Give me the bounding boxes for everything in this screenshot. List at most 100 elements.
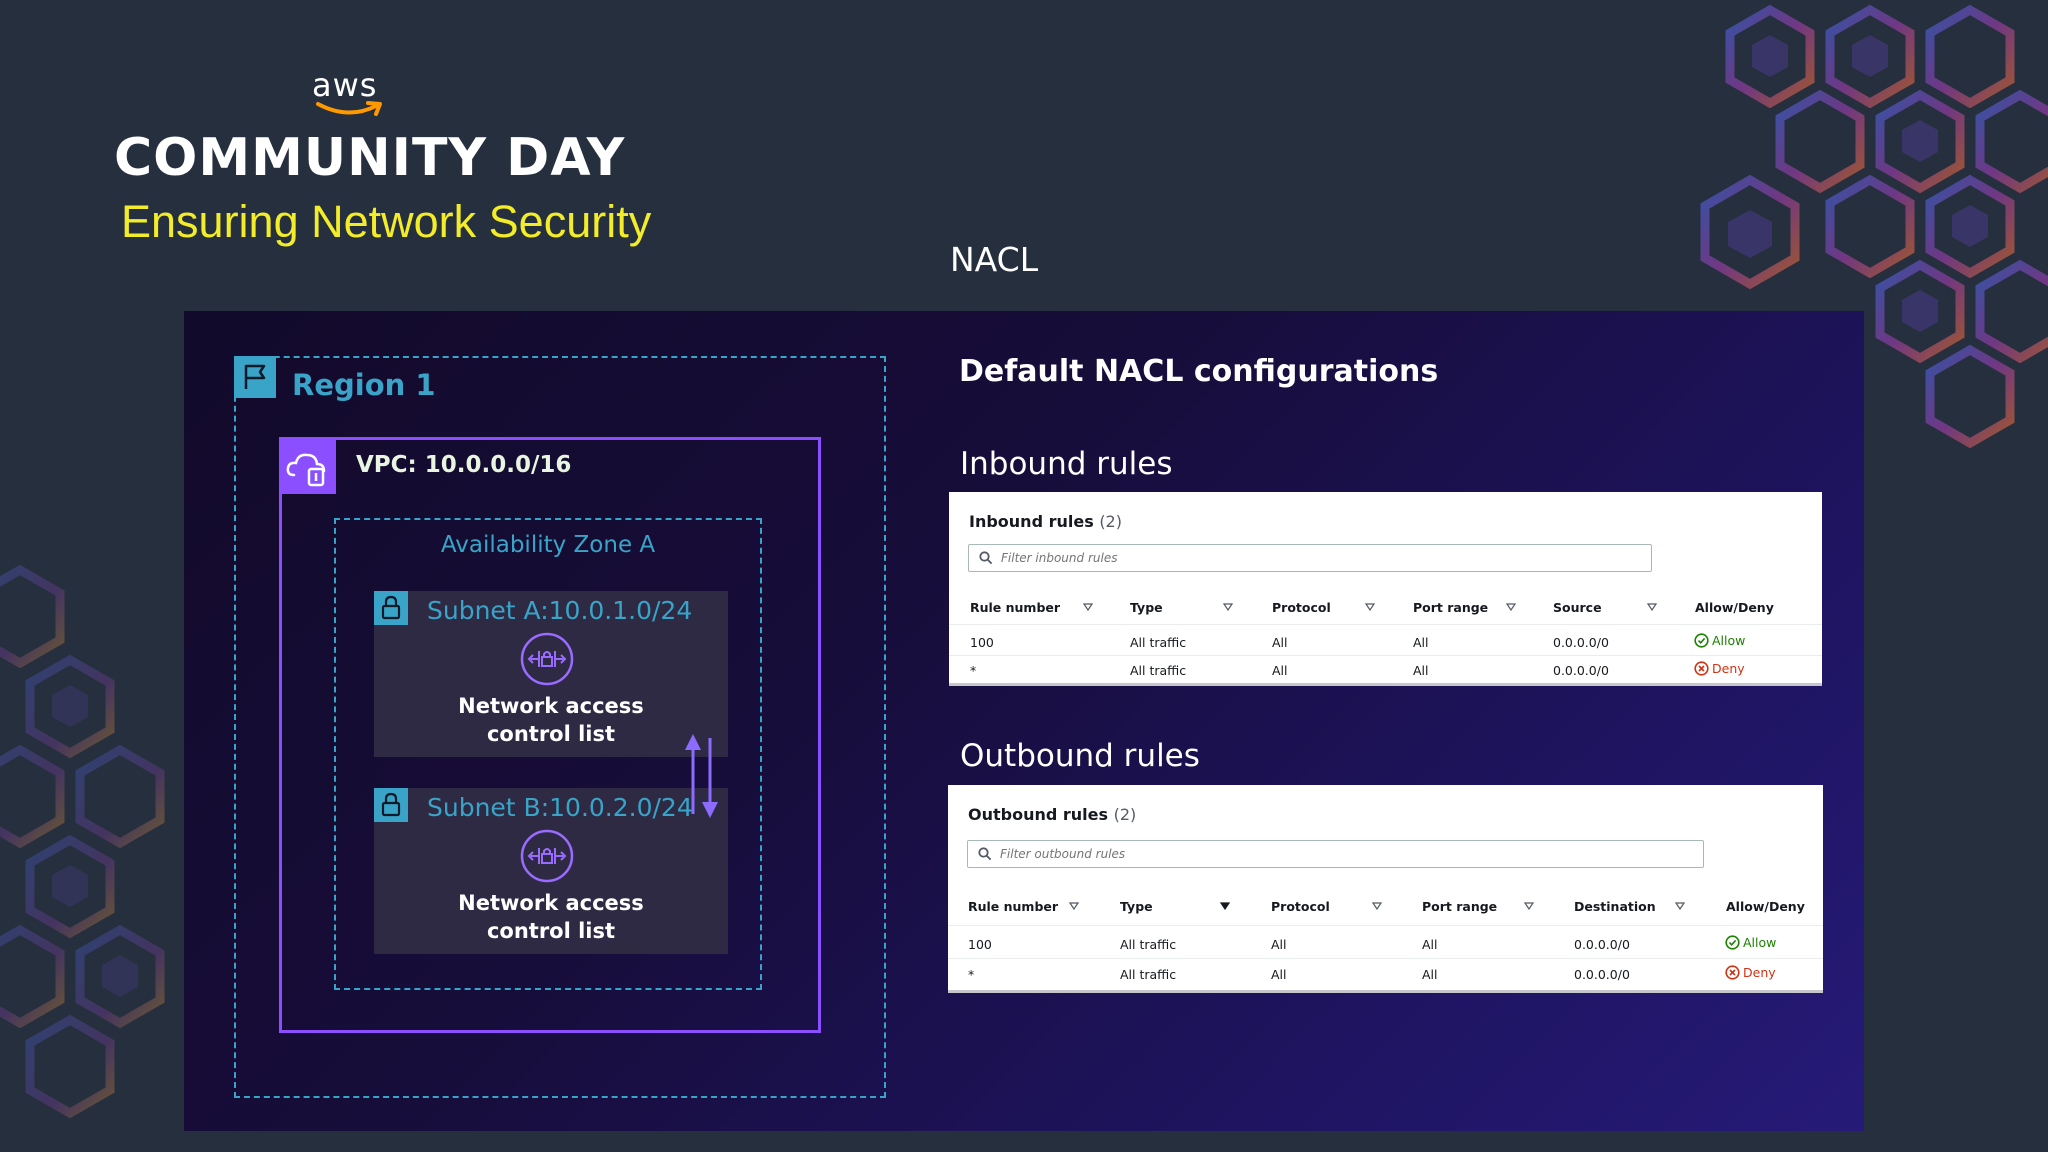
- inbound-col-allow-deny[interactable]: Allow/Deny: [1695, 600, 1774, 615]
- hexagon-decoration-top-right-icon: [1700, 4, 2048, 449]
- outbound-row1-status: Allow: [1725, 935, 1776, 950]
- outbound-card-title-text: Outbound rules: [968, 805, 1109, 824]
- sort-caret-icon[interactable]: [1647, 603, 1657, 611]
- inbound-row2-port: All: [1413, 663, 1429, 678]
- subnet-a-box: [374, 591, 728, 757]
- outbound-col-type[interactable]: Type: [1120, 899, 1153, 914]
- subnet-lock-icon: [381, 595, 401, 620]
- inbound-row1-action: Allow: [1712, 633, 1746, 648]
- vpc-cloud-icon: [286, 453, 326, 487]
- inbound-row2-source: 0.0.0.0/0: [1553, 663, 1609, 678]
- check-circle-icon: [1725, 935, 1740, 950]
- outbound-row1-destination: 0.0.0.0/0: [1574, 937, 1630, 952]
- sort-caret-icon[interactable]: [1069, 902, 1079, 910]
- config-title: Default NACL configurations: [959, 354, 1439, 389]
- inbound-rules-heading: Inbound rules: [960, 446, 1173, 482]
- outbound-card-title: Outbound rules (2): [968, 805, 1136, 824]
- inbound-row2-type: All traffic: [1130, 663, 1187, 678]
- inbound-rule-count: (2): [1099, 512, 1122, 531]
- row-separator: [948, 925, 1823, 926]
- inbound-row1-status: Allow: [1694, 633, 1745, 648]
- inbound-card-title-text: Inbound rules: [969, 512, 1094, 531]
- inbound-col-port-range[interactable]: Port range: [1413, 600, 1489, 615]
- sort-caret-icon[interactable]: [1223, 603, 1233, 611]
- inbound-row1-protocol: All: [1272, 635, 1288, 650]
- subnet-b-box: [374, 788, 728, 954]
- inbound-row2-rule: *: [970, 663, 977, 678]
- outbound-rules-table: Outbound rules (2) Rule number Type Prot…: [948, 785, 1823, 993]
- bidirectional-arrow-icon: [685, 734, 718, 818]
- nacl-text-line1: Network access: [458, 694, 644, 718]
- outbound-col-destination[interactable]: Destination: [1574, 899, 1656, 914]
- region-flag-box: [234, 356, 276, 398]
- inbound-filter-input[interactable]: [1001, 548, 1643, 568]
- row-separator: [949, 655, 1822, 656]
- inbound-rules-table: Inbound rules (2) Rule number Type Proto…: [949, 492, 1822, 686]
- subnet-b-label: Subnet B:10.0.2.0/24: [427, 793, 693, 822]
- region-label: Region 1: [292, 368, 436, 402]
- outbound-row2-type: All traffic: [1120, 967, 1177, 982]
- subnet-a-label: Subnet A:10.0.1.0/24: [427, 596, 693, 625]
- region-box: [234, 356, 886, 1098]
- outbound-col-port-range[interactable]: Port range: [1422, 899, 1498, 914]
- outbound-row2-action: Deny: [1743, 965, 1776, 980]
- nacl-icon: [520, 829, 574, 883]
- vpc-label: VPC: 10.0.0.0/16: [356, 452, 572, 478]
- outbound-row2-destination: 0.0.0.0/0: [1574, 967, 1630, 982]
- outbound-filter-input[interactable]: [1000, 844, 1695, 864]
- outbound-row2-port: All: [1422, 967, 1438, 982]
- subnet-a-nacl-text: Network access control list: [374, 692, 728, 748]
- sort-caret-icon[interactable]: [1506, 603, 1516, 611]
- nacl-icon: [520, 632, 574, 686]
- outbound-row1-action: Allow: [1743, 935, 1777, 950]
- sort-caret-icon[interactable]: [1524, 902, 1534, 910]
- sort-caret-icon[interactable]: [1365, 603, 1375, 611]
- search-icon: [978, 847, 992, 861]
- row-separator: [948, 958, 1823, 959]
- outbound-row2-status: Deny: [1725, 965, 1776, 980]
- outbound-row1-rule: 100: [968, 937, 992, 952]
- subnet-b-nacl-text: Network access control list: [374, 889, 728, 945]
- aws-logo: aws: [312, 66, 384, 120]
- hexagon-decoration-left-icon: [0, 564, 165, 1119]
- aws-logo-text: aws: [312, 66, 378, 104]
- inbound-col-type[interactable]: Type: [1130, 600, 1163, 615]
- outbound-row2-rule: *: [968, 967, 975, 982]
- outbound-col-protocol[interactable]: Protocol: [1271, 899, 1330, 914]
- inbound-col-protocol[interactable]: Protocol: [1272, 600, 1331, 615]
- outbound-row1-type: All traffic: [1120, 937, 1177, 952]
- inbound-row1-source: 0.0.0.0/0: [1553, 635, 1609, 650]
- outbound-rule-count: (2): [1113, 805, 1137, 824]
- inbound-card-title: Inbound rules (2): [969, 512, 1122, 531]
- nacl-text-line2: control list: [486, 919, 616, 943]
- nacl-text-line2: control list: [486, 722, 616, 746]
- outbound-rules-heading: Outbound rules: [960, 738, 1200, 774]
- inbound-row2-action: Deny: [1712, 661, 1745, 676]
- inbound-col-source[interactable]: Source: [1553, 600, 1602, 615]
- page-subtitle: Ensuring Network Security: [121, 196, 652, 247]
- availability-zone-label: Availability Zone A: [440, 532, 656, 558]
- outbound-col-rule-number[interactable]: Rule number: [968, 899, 1059, 914]
- sort-caret-icon[interactable]: [1220, 902, 1230, 910]
- sort-caret-icon[interactable]: [1083, 603, 1093, 611]
- subnet-a-lock-box: [374, 591, 408, 625]
- subnet-lock-icon: [381, 792, 401, 817]
- sort-caret-icon[interactable]: [1372, 902, 1382, 910]
- inbound-row1-type: All traffic: [1130, 635, 1187, 650]
- inbound-filter: [968, 544, 1652, 572]
- outbound-row1-protocol: All: [1271, 937, 1287, 952]
- outbound-col-allow-deny[interactable]: Allow/Deny: [1726, 899, 1805, 914]
- availability-zone-box: [334, 518, 762, 990]
- inbound-row1-rule: 100: [970, 635, 994, 650]
- row-separator: [949, 624, 1822, 625]
- vpc-box: [279, 437, 821, 1033]
- vpc-icon-box: [279, 437, 336, 494]
- inbound-row2-status: Deny: [1694, 661, 1745, 676]
- aws-smile-icon: [316, 101, 382, 116]
- inbound-col-rule-number[interactable]: Rule number: [970, 600, 1061, 615]
- subnet-b-lock-box: [374, 788, 408, 822]
- page-title: COMMUNITY DAY: [114, 128, 626, 188]
- outbound-row1-port: All: [1422, 937, 1438, 952]
- outbound-filter: [967, 840, 1704, 868]
- sort-caret-icon[interactable]: [1675, 902, 1685, 910]
